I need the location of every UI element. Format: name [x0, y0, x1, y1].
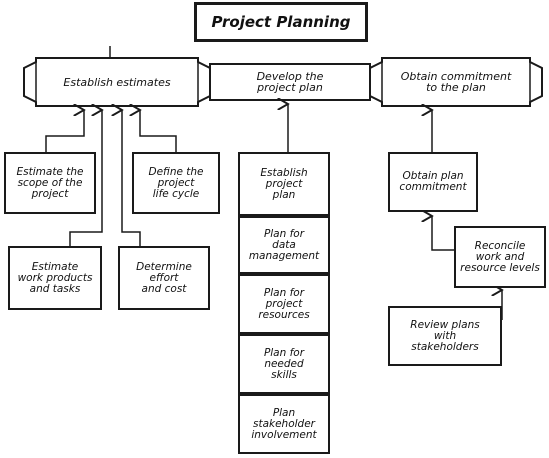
task-plan-data-management: Plan for data management [238, 216, 330, 274]
task-estimate-work-products: Estimate work products and tasks [8, 246, 102, 310]
phase-obtain-commitment: Obtain commitment to the plan [400, 70, 512, 94]
task-review-plans: Review plans with stakeholders [388, 306, 502, 366]
task-plan-needed-skills: Plan for needed skills [238, 334, 330, 394]
task-estimate-scope: Estimate the scope of the project [4, 152, 96, 214]
task-determine-effort-cost: Determine effort and cost [118, 246, 210, 310]
phase-banner-shape-commit [369, 57, 543, 107]
task-plan-stakeholder-involvement: Plan stakeholder involvement [238, 394, 330, 454]
diagram-title: Project Planning [194, 2, 368, 42]
task-define-life-cycle: Define the project life cycle [132, 152, 220, 214]
phase-develop-plan: Develop the project plan [256, 70, 324, 94]
phase-establish-estimates: Establish estimates [63, 75, 171, 89]
task-plan-project-resources: Plan for project resources [238, 274, 330, 334]
phase-banner-shape-develop [209, 63, 371, 101]
task-establish-project-plan: Establish project plan [238, 152, 330, 216]
task-reconcile-levels: Reconcile work and resource levels [454, 226, 546, 288]
task-obtain-plan-commitment: Obtain plan commitment [388, 152, 478, 212]
